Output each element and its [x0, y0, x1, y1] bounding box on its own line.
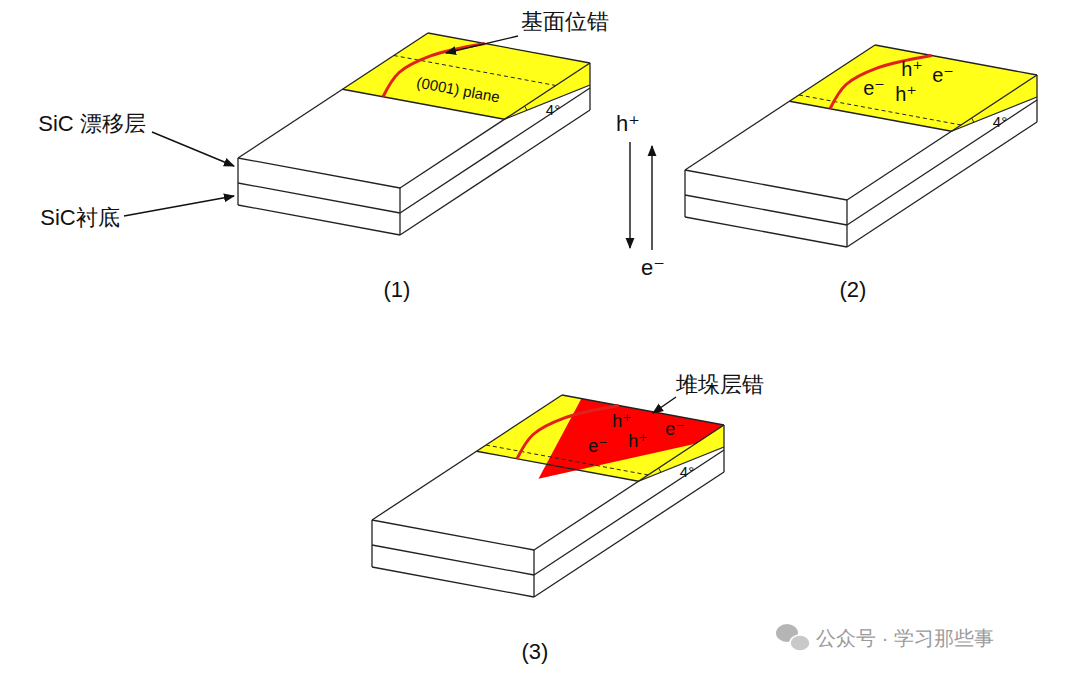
slab-edge	[639, 447, 725, 481]
slab-edge	[684, 170, 685, 217]
side-face	[400, 63, 590, 235]
slab-edge	[399, 188, 400, 235]
slab-edge	[477, 451, 639, 481]
leader-arrow	[446, 36, 518, 53]
angle-arc	[972, 118, 974, 122]
slab-1	[238, 33, 590, 235]
slab-edge	[400, 63, 590, 188]
basal-plane	[477, 395, 725, 481]
slab-edge	[372, 567, 534, 597]
slab-edge	[847, 75, 1037, 200]
slab-edge	[428, 33, 590, 63]
slab-edge	[847, 122, 1037, 247]
front-face	[372, 520, 534, 597]
panel-number: (1)	[384, 278, 411, 302]
slab-edge	[875, 45, 1037, 75]
carrier-label: e⁻	[588, 437, 608, 457]
slab-edge	[847, 100, 1037, 225]
slab-edge	[238, 205, 400, 235]
slab-edge	[589, 63, 590, 110]
slab-edge	[685, 45, 875, 170]
carrier-label: e⁻	[665, 420, 685, 440]
layer-label: SiC 漂移层	[38, 112, 146, 136]
angle-arc	[525, 106, 527, 110]
stacking-fault	[539, 399, 725, 479]
angle-label: 4°	[680, 464, 694, 481]
leader-arrow	[651, 146, 652, 250]
angle-label: 4°	[546, 102, 560, 119]
slab-edge	[533, 550, 534, 597]
dashed-line	[486, 445, 648, 475]
slab-edge	[562, 395, 724, 425]
dislocation-line	[517, 406, 619, 459]
watermark: 公众号 · 学习那些事	[816, 627, 994, 649]
angle-label: 4°	[993, 114, 1007, 131]
slab-edge	[1036, 75, 1037, 122]
callout-label: 堆垛层错	[676, 373, 764, 397]
callout-label: 基面位错	[521, 10, 609, 34]
carrier-label: e⁻	[641, 256, 665, 280]
slab-edge	[685, 170, 847, 200]
slab-edge	[238, 158, 400, 188]
watermark-icon	[776, 624, 810, 651]
slab-edge	[371, 520, 372, 567]
slab-edge	[685, 195, 847, 225]
slab-edge	[790, 101, 952, 131]
carrier-label: e⁻	[863, 77, 885, 99]
slab-edge	[238, 33, 428, 158]
basal-plane	[790, 45, 1038, 131]
leader-arrow	[152, 132, 234, 166]
leader-arrow	[124, 196, 234, 216]
slab-edge	[505, 85, 591, 119]
carrier-label: h⁺	[895, 83, 917, 105]
carrier-label: h⁺	[616, 112, 640, 136]
slab-edge	[238, 183, 400, 213]
carrier-label: h⁺	[628, 432, 648, 452]
slab-edge	[685, 217, 847, 247]
slab-edge	[400, 110, 590, 235]
slab-edge	[372, 395, 562, 520]
slab-3	[372, 395, 724, 597]
leader-arrow	[629, 142, 630, 248]
layer-label: SiC衬底	[40, 206, 119, 230]
leader-arrow	[653, 397, 676, 413]
slab-edge	[400, 88, 590, 213]
front-face	[685, 170, 847, 247]
panel-number: (3)	[522, 640, 549, 664]
slab-edge	[723, 425, 724, 472]
dislocation-line	[830, 56, 932, 109]
slab-2	[685, 45, 1037, 247]
basal-plane	[343, 33, 591, 119]
front-face	[238, 158, 400, 235]
dashed-line	[799, 95, 961, 125]
slab-edge	[534, 472, 724, 597]
slab-edge	[534, 450, 724, 575]
slab-edge	[372, 545, 534, 575]
slab-edge	[846, 200, 847, 247]
slab-edge	[372, 520, 534, 550]
panel-number: (2)	[840, 278, 867, 302]
slab-edge	[534, 425, 724, 550]
carrier-label: h⁺	[901, 58, 923, 80]
carrier-label: h⁺	[612, 412, 632, 432]
carrier-label: e⁻	[932, 64, 954, 86]
slab-edge	[952, 97, 1038, 131]
angle-arc	[659, 468, 661, 472]
slab-edge	[237, 158, 238, 205]
